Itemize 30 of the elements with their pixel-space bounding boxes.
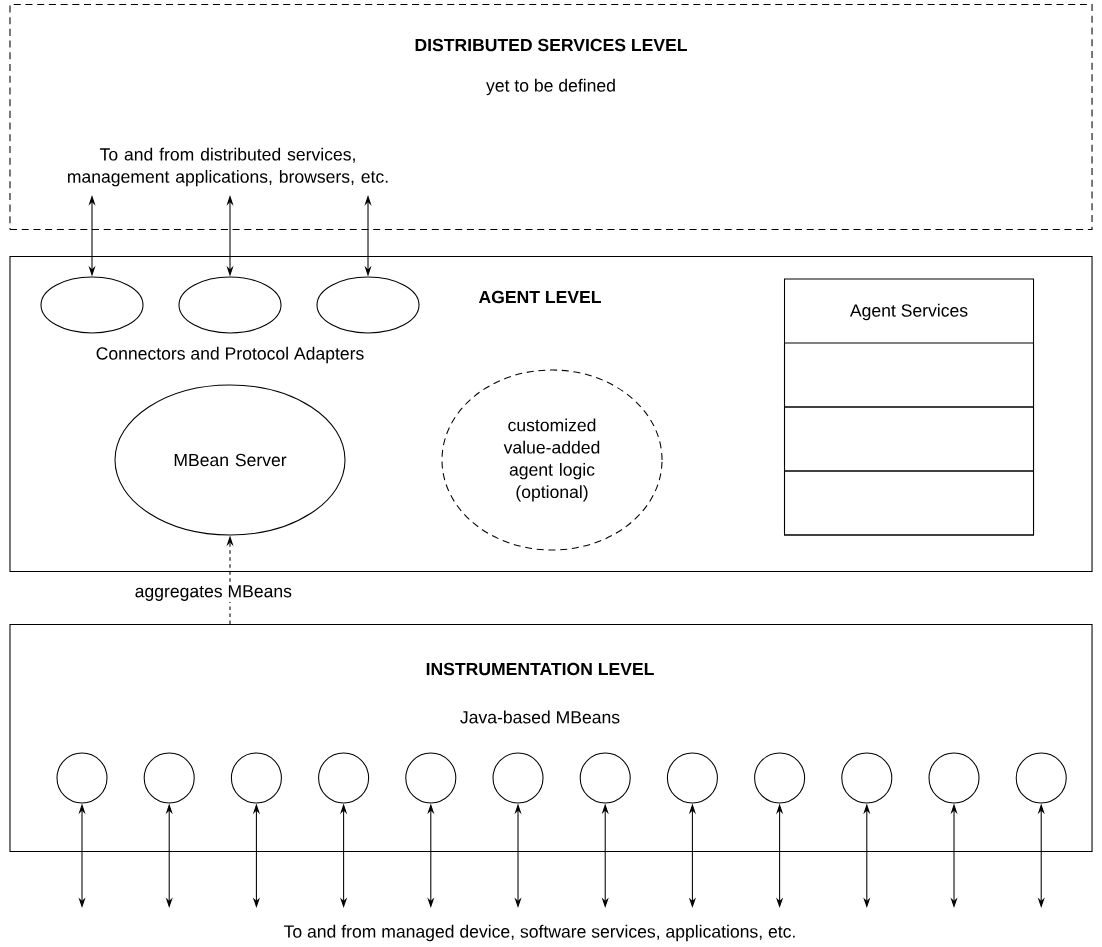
node-text: Java-based MBeans [460, 710, 620, 724]
level-heading: INSTRUMENTATION LEVEL [426, 662, 654, 676]
node-text: MBean Server [174, 453, 287, 467]
mbean-circle [666, 752, 718, 804]
mbean-circle [318, 752, 370, 804]
mbean-circle [928, 752, 980, 804]
mbean-circle [841, 752, 893, 804]
connector-ellipse [178, 276, 282, 334]
mbean-circle [230, 752, 282, 804]
caption-text: To and from managed device, software services, applications, etc. [284, 924, 795, 942]
level-heading: DISTRIBUTED SERVICES LEVEL [415, 38, 687, 52]
connector-ellipse [40, 276, 144, 334]
mbean-circle [405, 752, 457, 804]
mbean-circle [492, 752, 544, 804]
node-text: yet to be defined [486, 78, 615, 96]
table-row [784, 342, 1035, 408]
node-text: To and from distributed services, management applications, browsers, etc. [68, 147, 388, 187]
connector-ellipse [316, 276, 420, 334]
level-heading: AGENT LEVEL [478, 290, 601, 304]
table-row [784, 406, 1035, 472]
edge-label: aggregates MBeans [133, 584, 294, 603]
mbean-circle [754, 752, 806, 804]
node-text: customized value-added agent logic (optional) [503, 418, 600, 502]
mbean-circle [579, 752, 631, 804]
mbean-circle [1015, 752, 1067, 804]
table-row [784, 470, 1035, 536]
mbean-circle [143, 752, 195, 804]
caption-text: Connectors and Protocol Adapters [96, 346, 364, 364]
mbean-circle [56, 752, 108, 804]
node-text: Agent Services [849, 303, 968, 321]
